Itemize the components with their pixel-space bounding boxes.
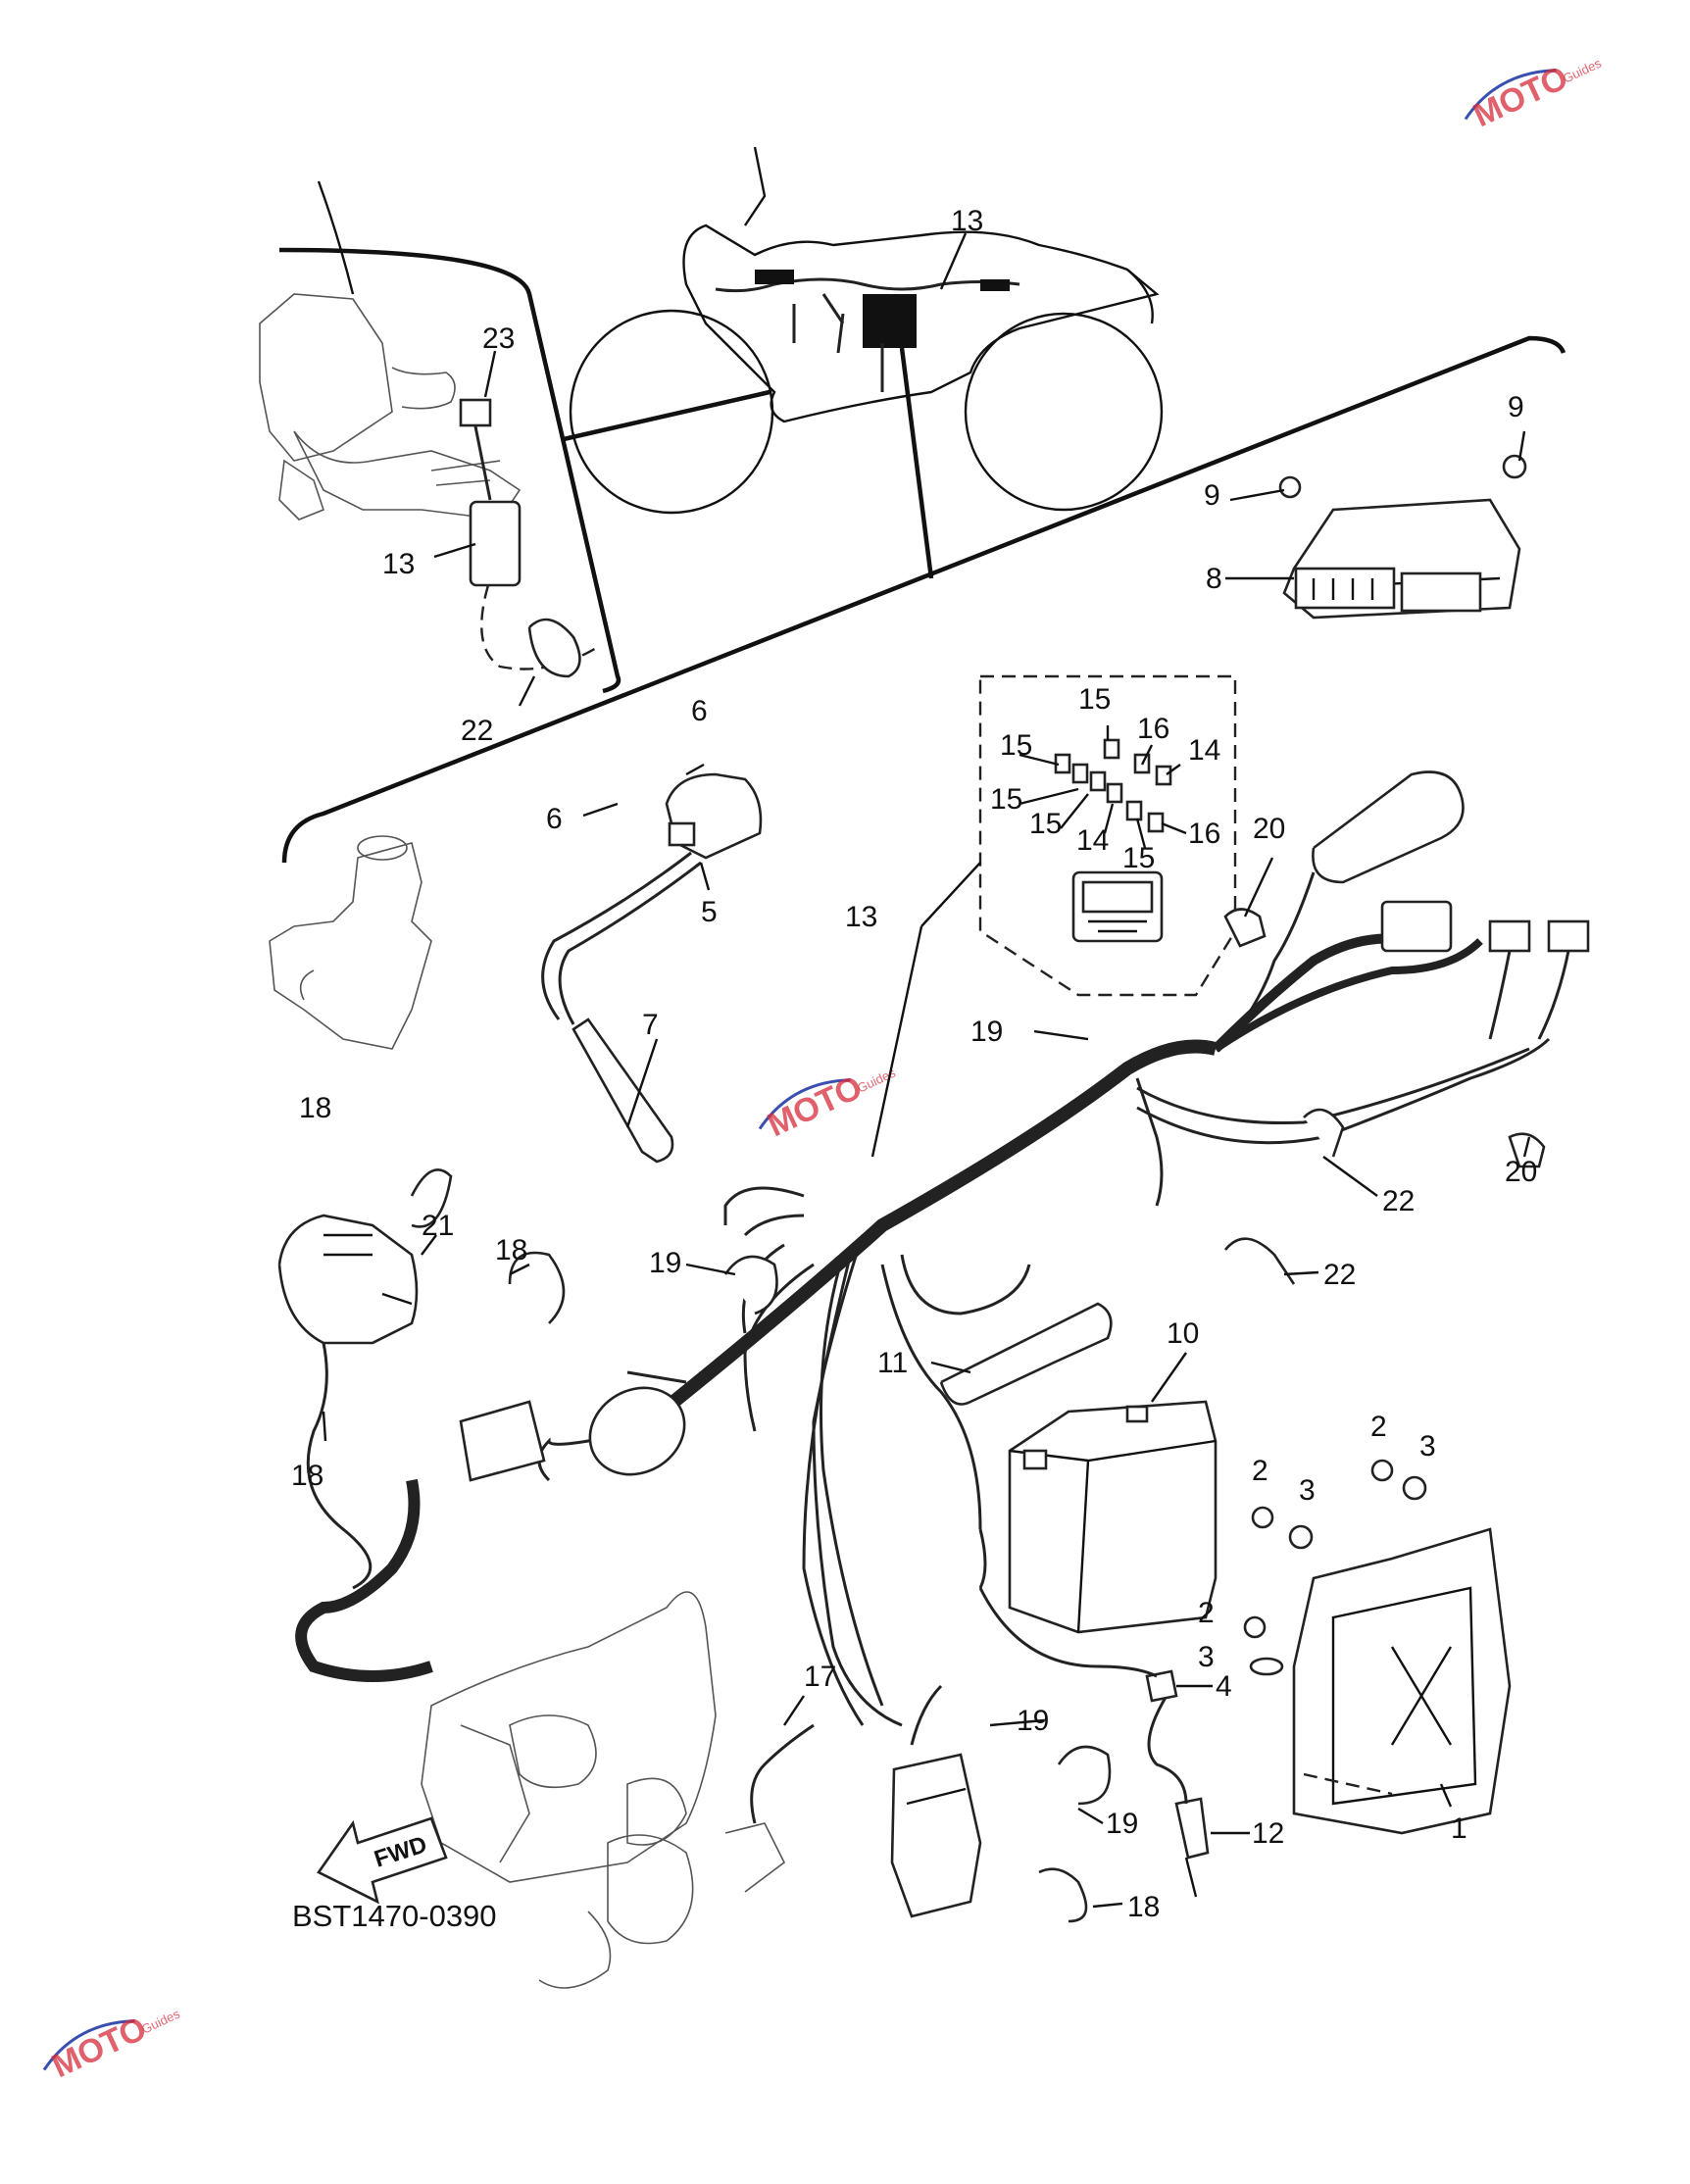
callout-5: 5 xyxy=(701,896,718,928)
callout-18-bottom: 18 xyxy=(1127,1891,1160,1923)
section-divider xyxy=(281,335,1566,864)
callout-21: 21 xyxy=(422,1210,454,1242)
callout-18-mid: 18 xyxy=(495,1234,527,1266)
callout-3-right: 3 xyxy=(1419,1430,1436,1463)
callout-10: 10 xyxy=(1167,1317,1199,1350)
cable-ties xyxy=(410,1108,1345,1923)
relay-left xyxy=(277,1214,433,1682)
callout-19-top: 19 xyxy=(970,1016,1003,1048)
svg-text:MOTO: MOTO xyxy=(46,2010,152,2085)
callouts: 13 23 13 22 9 9 8 6 6 5 7 13 15 15 15 15… xyxy=(291,205,1537,1923)
protector-bracket xyxy=(1292,1527,1512,1835)
callout-22-right: 22 xyxy=(1382,1185,1415,1217)
engine-outline xyxy=(421,1591,786,1989)
callout-15-b: 15 xyxy=(1000,729,1032,762)
callout-15-c: 15 xyxy=(990,783,1022,816)
diagram-code: BST1470-0390 xyxy=(292,1899,497,1933)
callout-13-main: 13 xyxy=(845,901,877,933)
harness-boot-left xyxy=(459,1386,686,1482)
callout-17: 17 xyxy=(804,1661,836,1693)
callout-3-mid: 3 xyxy=(1299,1474,1316,1507)
callout-2-lower: 2 xyxy=(1198,1597,1215,1629)
svg-text:MOTO: MOTO xyxy=(1467,59,1573,134)
battery xyxy=(1008,1400,1218,1634)
watermark-top-right: MOTO Guides xyxy=(1464,55,1604,134)
callout-14-bottom: 14 xyxy=(1076,824,1109,857)
ignition-coil xyxy=(541,772,763,1164)
callout-15-a: 15 xyxy=(1078,683,1111,716)
callout-9-right: 9 xyxy=(1508,391,1524,423)
ecu-unit xyxy=(1278,454,1527,620)
callout-23: 23 xyxy=(482,323,515,355)
callout-22-inset: 22 xyxy=(461,715,493,747)
callout-19-mid: 19 xyxy=(649,1247,681,1279)
svg-text:Guides: Guides xyxy=(139,2006,182,2036)
leader-bike-to-harness xyxy=(899,347,934,579)
callout-15-d: 15 xyxy=(1029,808,1062,840)
main-wire-harness xyxy=(537,933,1551,1824)
sensor xyxy=(978,1587,1210,1898)
callout-2-right: 2 xyxy=(1370,1411,1387,1443)
svg-text:MOTO: MOTO xyxy=(762,1068,868,1144)
callout-16-bottom: 16 xyxy=(1188,818,1220,850)
callout-7: 7 xyxy=(642,1009,659,1041)
callout-20-top: 20 xyxy=(1253,813,1285,845)
battery-band xyxy=(939,1302,1113,1406)
callout-2-mid: 2 xyxy=(1252,1455,1268,1487)
fwd-arrow-icon: FWD xyxy=(317,1816,448,1905)
callout-19-lower: 19 xyxy=(1017,1705,1049,1737)
callout-16-top: 16 xyxy=(1137,713,1169,745)
callout-13-inset: 13 xyxy=(382,548,415,580)
callout-9-left: 9 xyxy=(1204,479,1220,512)
watermark-bottom-left: MOTO Guides xyxy=(42,2006,182,2085)
callout-4: 4 xyxy=(1216,1670,1232,1703)
leader-lines xyxy=(322,232,1531,1909)
motorcycle-overview xyxy=(569,146,1164,515)
callout-15-e: 15 xyxy=(1122,842,1155,874)
inset-divider-left xyxy=(278,247,621,694)
callout-22-mid: 22 xyxy=(1323,1259,1356,1291)
callout-20-bottom: 20 xyxy=(1505,1156,1537,1188)
pickup-coil xyxy=(890,1684,982,1918)
callout-6-top: 6 xyxy=(691,695,708,727)
callout-18-lower: 18 xyxy=(291,1460,323,1492)
callout-18-upper: 18 xyxy=(299,1092,331,1124)
inset-steering-head xyxy=(259,180,599,678)
callout-1: 1 xyxy=(1451,1812,1467,1845)
watermark-center: MOTO Guides xyxy=(758,1065,898,1144)
leader-left-to-bike xyxy=(563,389,770,442)
fuse-box-group xyxy=(978,674,1237,997)
callout-19-bottom: 19 xyxy=(1106,1808,1138,1840)
callout-6-side: 6 xyxy=(546,803,563,835)
callout-12: 12 xyxy=(1252,1817,1284,1850)
callout-3-lower: 3 xyxy=(1198,1641,1215,1673)
ignition-switch-outline xyxy=(269,835,432,1050)
callout-8: 8 xyxy=(1206,563,1222,595)
svg-text:Guides: Guides xyxy=(1561,55,1604,85)
callout-11: 11 xyxy=(877,1347,908,1379)
bolts-protector xyxy=(1243,1459,1427,1676)
callout-14-right: 14 xyxy=(1188,734,1220,767)
callout-13-bike: 13 xyxy=(951,205,983,237)
